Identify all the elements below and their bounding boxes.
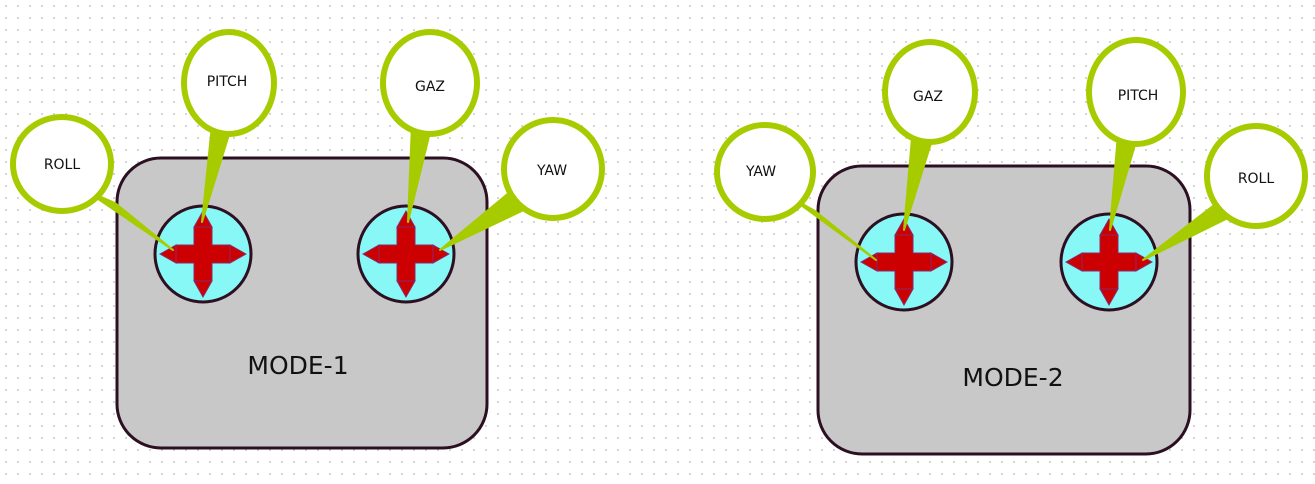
- mode2-right-stick: [1059, 212, 1159, 312]
- mode2-gaz-bubble: GAZ: [882, 39, 978, 231]
- mode2-roll-bubble: ROLL: [1142, 123, 1308, 261]
- mode1-gaz-text: GAZ: [415, 79, 445, 95]
- mode2-pitch-bubble: PITCH: [1086, 37, 1186, 231]
- mode2-label: MODE-2: [962, 363, 1063, 392]
- mode1-pitch-text: PITCH: [207, 74, 248, 90]
- mode2-yaw-text: YAW: [745, 164, 776, 180]
- mode1-roll-bubble: ROLL: [10, 114, 174, 251]
- mode1-group: MODE-1 ROLL PITCH GAZ YAW: [10, 29, 605, 450]
- mode1-yaw-text: YAW: [536, 163, 567, 179]
- mode1-yaw-bubble: YAW: [439, 117, 605, 251]
- mode1-gaz-bubble: GAZ: [380, 29, 480, 223]
- mode2-pitch-text: PITCH: [1118, 88, 1159, 104]
- mode2-transmitter-body: [816, 164, 1192, 456]
- mode1-right-stick: [356, 204, 456, 304]
- mode2-group: MODE-2 YAW GAZ PITCH ROLL: [714, 37, 1308, 456]
- mode2-yaw-bubble: YAW: [714, 122, 877, 261]
- mode2-roll-text: ROLL: [1238, 171, 1275, 187]
- mode1-roll-text: ROLL: [44, 157, 81, 173]
- mode1-transmitter-body: [115, 156, 489, 450]
- mode1-label: MODE-1: [247, 351, 348, 380]
- mode2-gaz-text: GAZ: [913, 89, 943, 105]
- mode1-pitch-bubble: PITCH: [181, 29, 277, 223]
